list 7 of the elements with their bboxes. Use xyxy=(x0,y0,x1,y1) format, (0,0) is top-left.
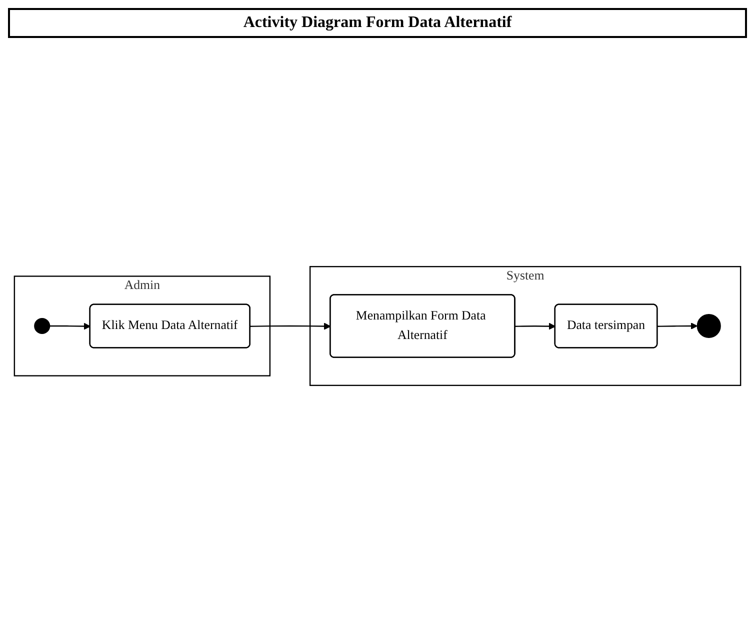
arrow xyxy=(50,322,91,330)
diagram-title: Activity Diagram Form Data Alternatif xyxy=(8,8,747,38)
arrow xyxy=(515,322,556,330)
node-circle xyxy=(34,318,50,334)
node-circle xyxy=(696,314,721,338)
arrow xyxy=(657,322,698,330)
arrow xyxy=(250,322,331,330)
